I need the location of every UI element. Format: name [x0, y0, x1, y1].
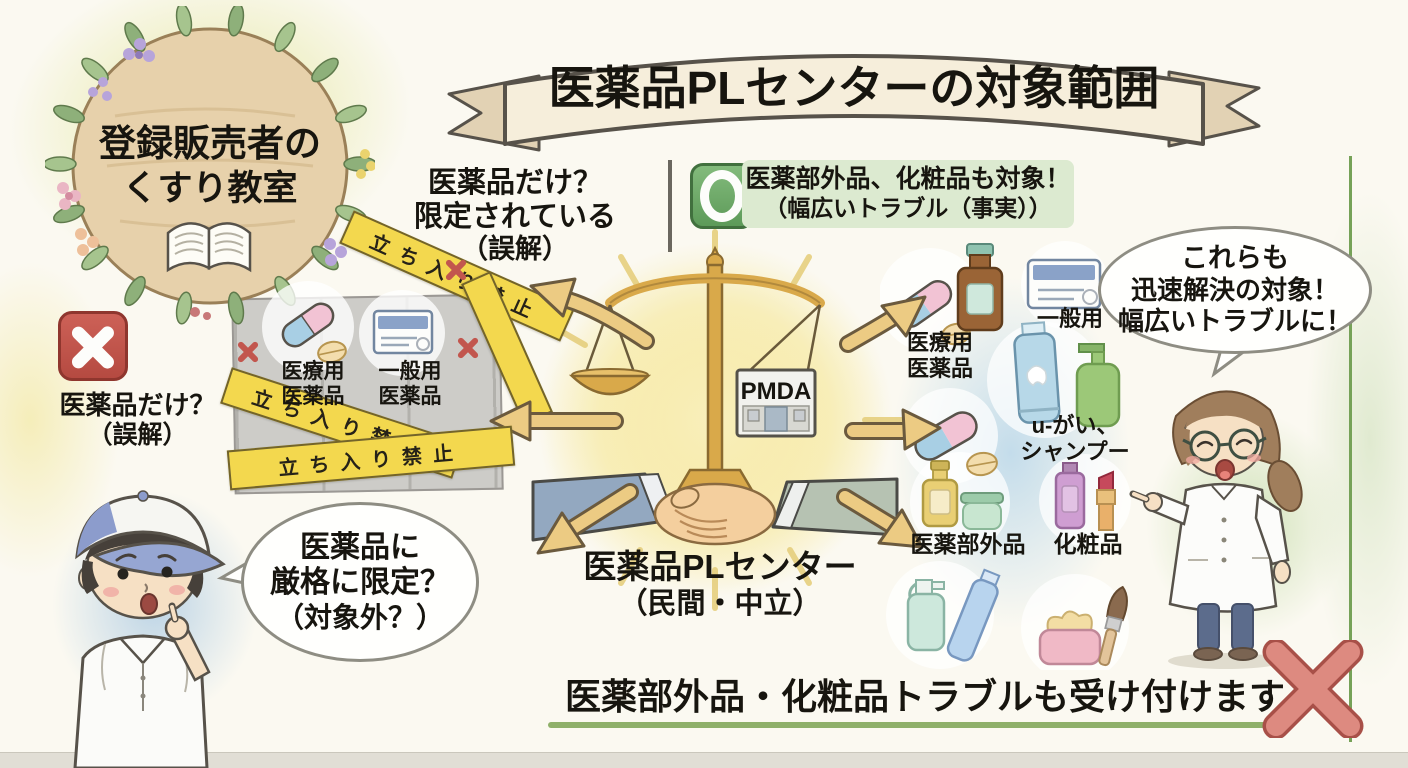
bottom-message: 医薬部外品・化粧品トラブルも受け付けます [564, 676, 1285, 717]
right-bubble-line1: これらも [1181, 243, 1289, 274]
ok-ring [700, 170, 744, 222]
fact-line1: 医薬部外品、化粧品も対象！ [745, 165, 1071, 193]
fact-box: 医薬部外品、化粧品も対象！ （幅広いトラブル（事実）） [742, 160, 1074, 228]
products-rx-line2: 医薬品 [906, 355, 973, 381]
top-note-line3: （誤解） [461, 234, 569, 265]
panel-rx-label: 医療用 医薬品 [268, 360, 358, 410]
left-misconception-note: 医薬品だけ？ （誤解） [30, 390, 245, 450]
x-mark-icon [444, 258, 468, 282]
top-note-line2: 限定されている [413, 201, 617, 234]
boy-character [73, 490, 226, 768]
products-daily-line2: シャンプー [1020, 438, 1130, 464]
panel-otc-line1: 一般用 [378, 360, 442, 383]
x-mark-icon [236, 340, 260, 364]
right-speech-bubble: これらも 迅速解決の対象！ 幅広いトラブルに！ [1098, 226, 1372, 354]
cross-mark-icon [1262, 640, 1364, 738]
panel-rx-line1: 医療用 [281, 360, 345, 383]
products-quasi-label: 医薬部外品 [910, 531, 1026, 557]
cross-mark-icon [58, 311, 128, 381]
left-note-line1: 医薬品だけ？ [59, 390, 216, 420]
panel-rx-line2: 医薬品 [281, 384, 345, 408]
products-daily-line1: u-がい、 [1031, 413, 1119, 438]
pharmacist-character [1129, 390, 1303, 669]
pl-center-label: 医薬品PLセンター （民間・中立） [560, 548, 880, 621]
left-note-line2: （誤解） [87, 420, 188, 449]
panel-otc-label: 一般用 医薬品 [365, 360, 455, 410]
products-rx-label: 医療用 医薬品 [885, 330, 995, 382]
top-misconception-note: 医薬品だけ？ 限定されている （誤解） [390, 166, 640, 266]
top-note-line1: 医薬品だけ？ [427, 167, 602, 199]
banner-title: 医薬品PLセンターの対象範囲 [549, 62, 1160, 114]
products-cosmetics-label: 化粧品 [1053, 531, 1123, 557]
products-rx-line1: 医療用 [906, 330, 973, 355]
x-mark-icon [456, 336, 480, 360]
pl-center-name: 医薬品PLセンター [583, 548, 857, 585]
right-bubble-line2: 迅速解決の対象！ [1130, 275, 1339, 306]
products-daily-label: u-がい、 シャンプー [995, 413, 1155, 465]
panel-otc-line2: 医薬品 [378, 384, 442, 408]
boy-bubble-line2: 厳格に限定？ [270, 566, 450, 600]
boy-bubble-line3: （対象外？） [275, 601, 444, 633]
bottom-strip [0, 752, 1408, 768]
divider-line [668, 160, 672, 252]
fact-line2: （幅広いトラブル（事実）） [764, 194, 1052, 221]
right-bubble-line3: 幅広いトラブルに！ [1117, 305, 1352, 336]
bottom-underline [548, 722, 1293, 728]
pl-center-sub: （民間・中立） [618, 587, 822, 620]
boy-bubble-line1: 医薬品に [300, 531, 420, 565]
boy-speech-bubble: 医薬品に 厳格に限定？ （対象外？） [241, 502, 479, 662]
